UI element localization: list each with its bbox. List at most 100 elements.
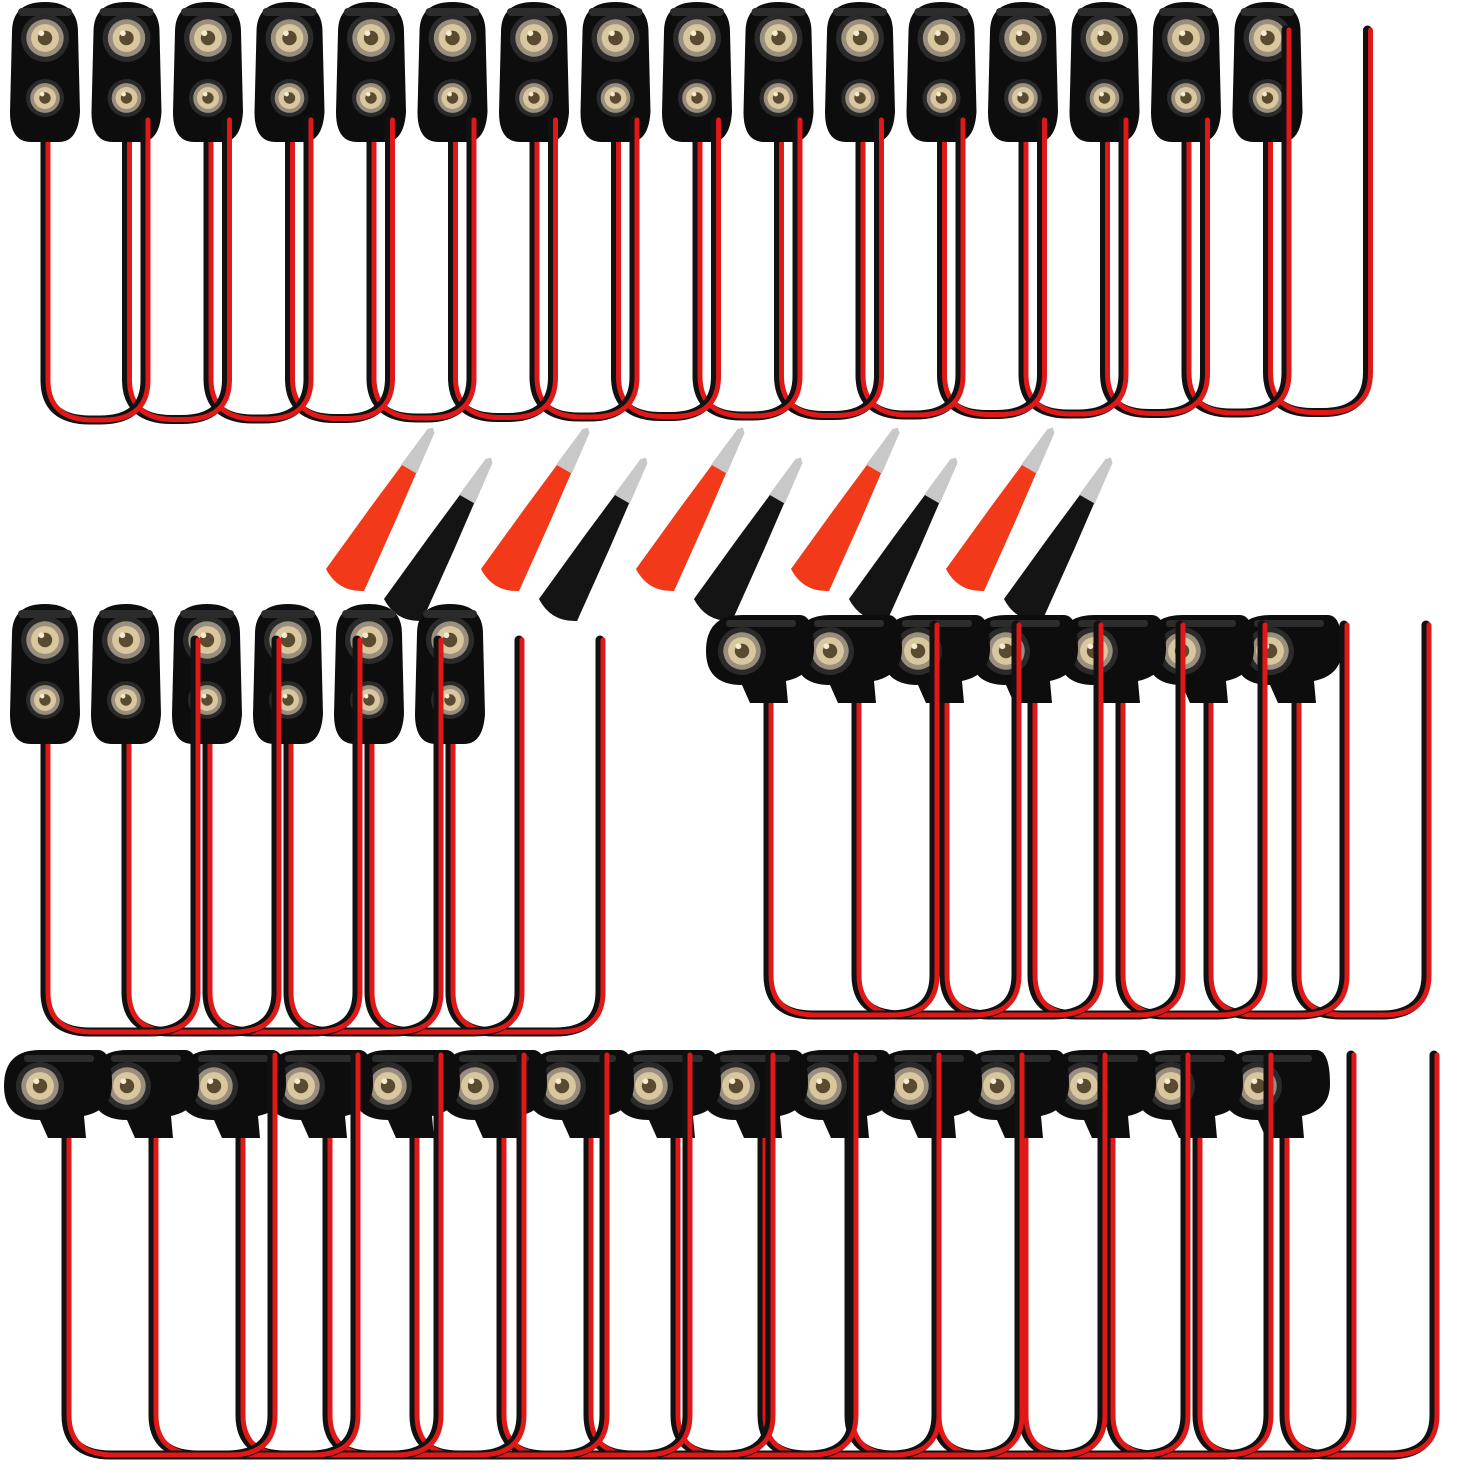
snap-terminal-female: [718, 627, 766, 675]
body-highlight: [180, 610, 234, 618]
wire-red: [768, 622, 940, 1018]
vertical-connector: [253, 604, 444, 1037]
horizontal-connector: [1058, 615, 1268, 1020]
clip-jaw: [711, 427, 745, 474]
clip-jaw: [614, 457, 648, 504]
snap-terminal-female: [806, 627, 854, 675]
vertical-connector: [499, 2, 640, 422]
clip-jaw: [1021, 427, 1055, 474]
snap-terminal-female: [345, 616, 393, 664]
snap-terminal-female: [347, 14, 395, 62]
horizontal-connector: [91, 1050, 361, 1460]
wire-red: [1296, 622, 1432, 1018]
wire-red: [450, 637, 606, 1035]
body-highlight: [1254, 620, 1324, 627]
wire-red: [453, 117, 558, 420]
wire-red: [414, 1052, 610, 1458]
vertical-connector: [334, 604, 525, 1037]
body-highlight: [198, 1055, 268, 1062]
vertical-connector: [173, 2, 314, 424]
wire-red: [501, 1052, 693, 1458]
snap-terminal-male: [596, 79, 635, 117]
wire-red: [1208, 622, 1350, 1018]
wire-red: [534, 117, 640, 420]
wire-red: [936, 1052, 1108, 1458]
vertical-connector: [743, 2, 884, 420]
snap-terminal-female: [21, 14, 69, 62]
snap-terminal-female: [428, 14, 477, 62]
wire-red: [1197, 1052, 1357, 1458]
vertical-connector: [1232, 2, 1373, 417]
alligator-clip-black: [848, 457, 958, 622]
alligator-clip-black: [383, 457, 493, 622]
vertical-connector: [254, 2, 395, 423]
body-highlight: [99, 610, 153, 618]
wire-red: [207, 637, 363, 1035]
body-highlight: [1159, 8, 1213, 16]
alligator-clip-red: [325, 427, 435, 592]
alligator-clip-group: [325, 427, 1113, 622]
wire-red: [942, 117, 1047, 417]
snap-terminal-female: [973, 1062, 1021, 1110]
wire-red: [126, 637, 282, 1035]
alligator-clip-black: [1003, 457, 1113, 622]
clip-jaw: [866, 427, 900, 474]
vertical-connector: [10, 604, 201, 1037]
snap-terminal-female: [364, 1062, 412, 1110]
wire-red: [1120, 622, 1268, 1018]
body-highlight: [720, 1055, 790, 1062]
snap-terminal-male: [678, 79, 716, 117]
horizontal-connector: [4, 1050, 278, 1460]
snap-terminal-female: [917, 14, 966, 62]
snap-terminal-male: [1085, 79, 1124, 117]
snap-terminal-female: [510, 14, 558, 62]
snap-terminal-male: [1248, 79, 1287, 117]
snap-terminal-female: [103, 1062, 151, 1110]
wire-red: [1023, 1052, 1191, 1458]
snap-terminal-female: [1162, 14, 1210, 62]
wire-red: [944, 622, 1104, 1018]
alligator-clip-pair: [790, 427, 958, 622]
vertical-connector: [91, 2, 232, 424]
body-highlight: [751, 8, 806, 16]
horizontal-connector: [794, 615, 1022, 1020]
body-highlight: [111, 1055, 181, 1062]
vertical-connector: [10, 2, 151, 425]
snap-terminal-female: [625, 1062, 673, 1110]
snap-terminal-female: [184, 14, 232, 62]
wire-red: [1110, 1052, 1274, 1458]
snap-terminal-male: [26, 79, 64, 117]
vertical-connector: [662, 2, 803, 421]
alligator-clip-red: [945, 427, 1055, 592]
body-highlight: [425, 8, 480, 16]
snap-terminal-male: [515, 79, 553, 117]
vertical-connector: [336, 2, 477, 423]
body-highlight: [181, 8, 235, 16]
body-highlight: [588, 8, 643, 16]
alligator-clip-pair: [480, 427, 648, 622]
snap-terminal-female: [673, 14, 721, 62]
clip-jaw: [1079, 457, 1113, 504]
vertical-connector-group-top: [10, 2, 1373, 425]
wire-red: [327, 1052, 527, 1458]
snap-terminal-female: [183, 616, 231, 664]
snap-terminal-female: [102, 14, 151, 62]
wire-red: [1032, 622, 1186, 1018]
snap-terminal-female: [426, 616, 474, 664]
snap-terminal-male: [107, 681, 145, 719]
snap-terminal-female: [277, 1062, 325, 1110]
body-highlight: [546, 1055, 616, 1062]
snap-terminal-female: [538, 1062, 586, 1110]
clip-jaw: [556, 427, 590, 474]
wire-red: [856, 622, 1022, 1018]
wire-red: [369, 637, 525, 1035]
snap-terminal-male: [433, 79, 472, 117]
body-highlight: [1240, 8, 1295, 16]
clip-jaw: [401, 427, 435, 474]
alligator-clip-black: [693, 457, 803, 622]
wire-red: [588, 1052, 776, 1458]
body-highlight: [807, 1055, 877, 1062]
snap-terminal-female: [16, 1062, 64, 1110]
snap-terminal-female: [836, 14, 884, 62]
